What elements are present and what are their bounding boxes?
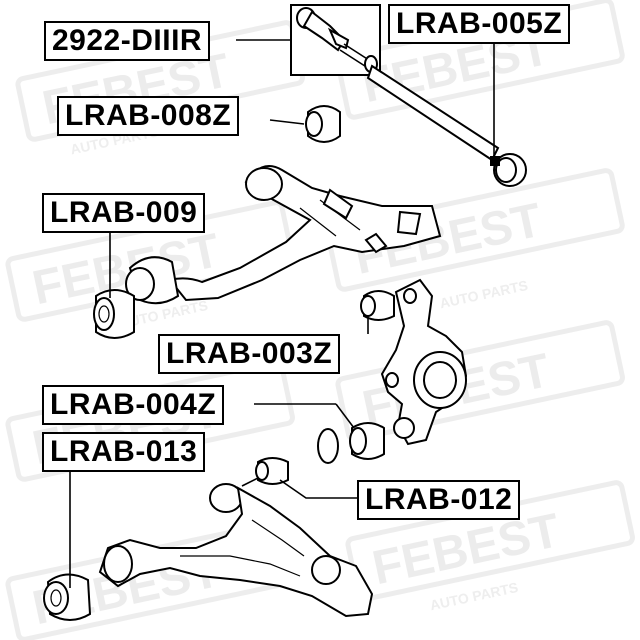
label-lrab-012: LRAB-012 bbox=[357, 480, 521, 520]
trailing-arm-drawing bbox=[366, 64, 527, 187]
lower-control-arm-drawing bbox=[98, 483, 374, 618]
leader-lines bbox=[69, 39, 500, 588]
bushing-012-drawing bbox=[241, 457, 289, 487]
bushing-004z-drawing bbox=[317, 422, 385, 464]
label-lrab-005z: LRAB-005Z bbox=[388, 4, 571, 44]
label-2922-diiir: 2922-DIIIR bbox=[44, 21, 211, 61]
bushing-008z-drawing bbox=[305, 105, 341, 143]
bushing-003z-drawing bbox=[360, 290, 395, 321]
inner-tie-rod-drawing bbox=[290, 4, 381, 76]
bushing-009-drawing bbox=[93, 256, 180, 339]
label-lrab-009: LRAB-009 bbox=[42, 193, 206, 233]
label-lrab-013: LRAB-013 bbox=[42, 432, 206, 472]
knuckle-drawing bbox=[380, 278, 468, 446]
bushing-013-drawing bbox=[43, 573, 92, 621]
label-lrab-003z: LRAB-003Z bbox=[158, 334, 341, 374]
upper-control-arm-drawing bbox=[168, 165, 442, 302]
watermark-sub: AUTO PARTS bbox=[438, 277, 529, 311]
label-lrab-008z: LRAB-008Z bbox=[57, 96, 240, 136]
label-lrab-004z: LRAB-004Z bbox=[42, 385, 225, 425]
